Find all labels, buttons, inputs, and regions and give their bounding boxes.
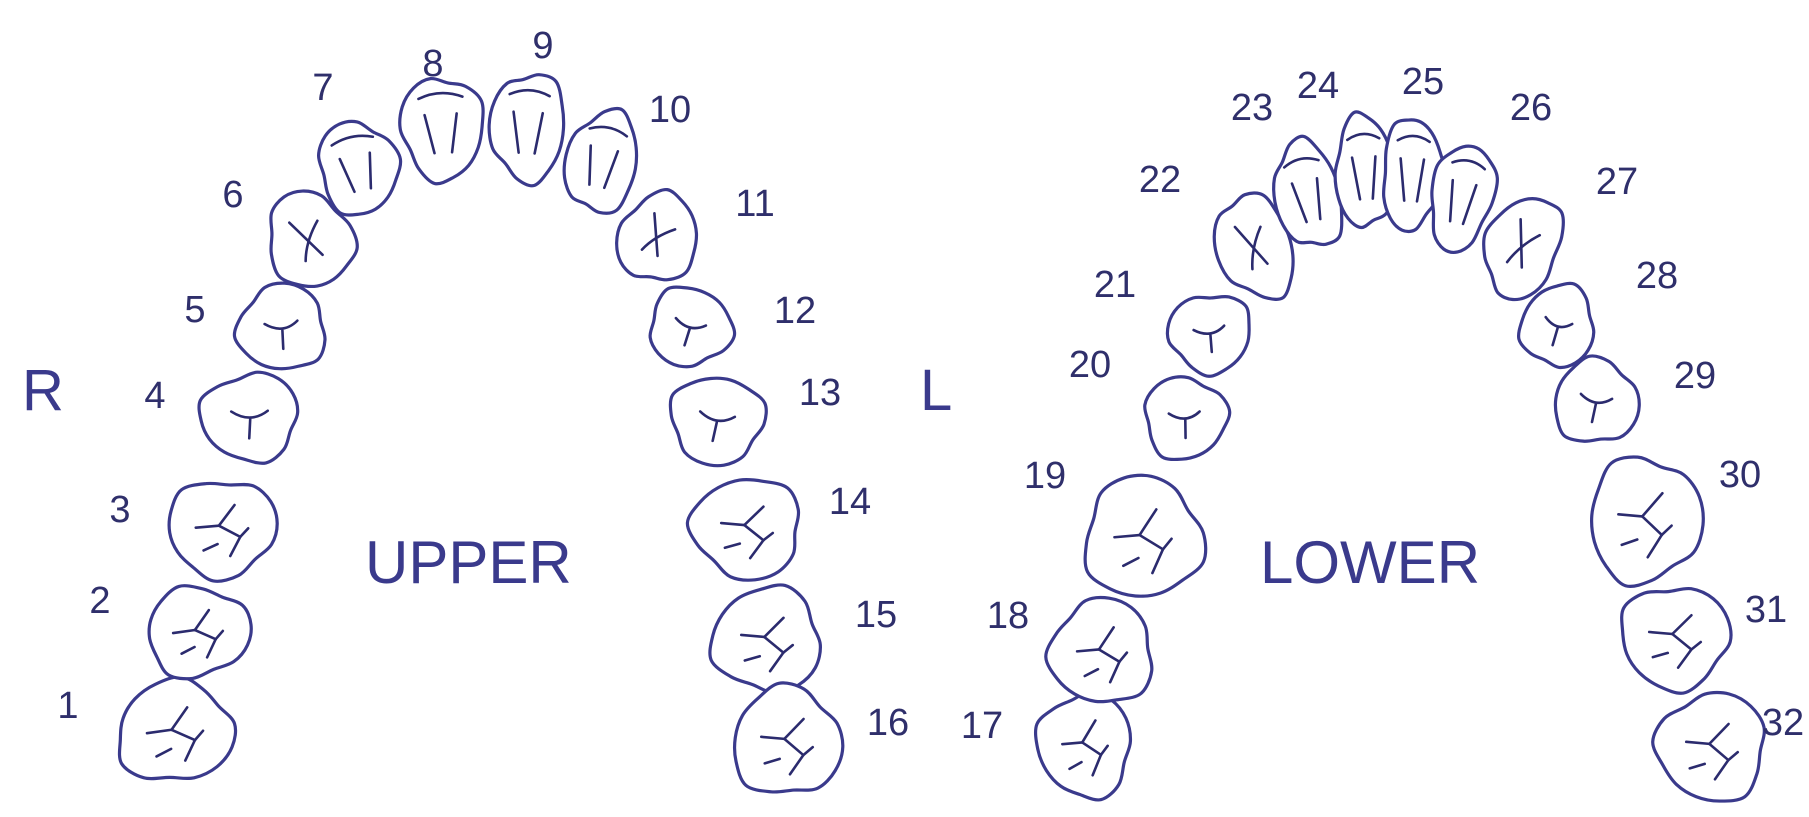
tooth-number-11: 11 bbox=[735, 183, 774, 225]
tooth-17-outline bbox=[1032, 688, 1135, 805]
tooth-number-23: 23 bbox=[1231, 87, 1273, 129]
tooth-number-26: 26 bbox=[1510, 87, 1552, 129]
tooth-number-8: 8 bbox=[422, 43, 443, 85]
tooth-31 bbox=[1615, 583, 1734, 697]
tooth-number-31: 31 bbox=[1745, 589, 1787, 631]
tooth-5-outline bbox=[227, 277, 329, 377]
tooth-10 bbox=[556, 100, 647, 218]
tooth-10-outline bbox=[556, 100, 647, 218]
tooth-number-6: 6 bbox=[222, 174, 243, 216]
tooth-number-28: 28 bbox=[1636, 255, 1678, 297]
tooth-15 bbox=[707, 579, 826, 696]
tooth-number-4: 4 bbox=[144, 375, 165, 417]
tooth-number-25: 25 bbox=[1402, 61, 1444, 103]
tooth-16-outline bbox=[731, 679, 848, 798]
tooth-number-12: 12 bbox=[774, 290, 816, 332]
tooth-5 bbox=[227, 277, 329, 377]
tooth-number-15: 15 bbox=[855, 594, 897, 636]
tooth-2 bbox=[143, 577, 257, 684]
tooth-number-2: 2 bbox=[89, 580, 110, 622]
tooth-18 bbox=[1041, 593, 1154, 706]
tooth-8 bbox=[398, 76, 487, 186]
tooth-number-3: 3 bbox=[109, 489, 130, 531]
tooth-number-1: 1 bbox=[57, 685, 78, 727]
tooth-30-outline bbox=[1586, 454, 1708, 593]
tooth-number-32: 32 bbox=[1762, 702, 1804, 744]
tooth-number-17: 17 bbox=[961, 705, 1003, 747]
lower-arch: 17 18 19 20 21 22 23 24 25 26 27 28 29 30 31 32 bbox=[961, 61, 1804, 805]
tooth-13 bbox=[665, 374, 769, 469]
tooth-number-19: 19 bbox=[1024, 455, 1066, 497]
tooth-4 bbox=[196, 369, 302, 468]
tooth-19 bbox=[1078, 470, 1209, 601]
left-side-label: L bbox=[920, 358, 952, 423]
tooth-number-7: 7 bbox=[312, 67, 333, 109]
tooth-1-outline bbox=[110, 670, 242, 788]
tooth-31-outline bbox=[1615, 583, 1734, 697]
tooth-number-5: 5 bbox=[184, 289, 205, 331]
tooth-3-outline bbox=[166, 478, 282, 585]
tooth-17 bbox=[1032, 688, 1135, 805]
tooth-19-outline bbox=[1078, 470, 1209, 601]
tooth-number-22: 22 bbox=[1139, 159, 1181, 201]
tooth-32 bbox=[1648, 687, 1767, 805]
tooth-14 bbox=[683, 475, 801, 585]
tooth-number-29: 29 bbox=[1674, 355, 1716, 397]
upper-arch-label: UPPER bbox=[365, 529, 572, 596]
tooth-number-10: 10 bbox=[649, 89, 691, 131]
tooth-number-21: 21 bbox=[1094, 264, 1136, 306]
tooth-number-18: 18 bbox=[987, 595, 1029, 637]
tooth-2-outline bbox=[143, 577, 257, 684]
tooth-number-30: 30 bbox=[1719, 454, 1761, 496]
right-side-label: R bbox=[22, 358, 64, 423]
tooth-21 bbox=[1161, 287, 1260, 383]
tooth-9 bbox=[486, 72, 566, 187]
tooth-number-27: 27 bbox=[1596, 161, 1638, 203]
tooth-12 bbox=[646, 283, 742, 375]
tooth-number-13: 13 bbox=[799, 372, 841, 414]
lower-arch-label: LOWER bbox=[1260, 529, 1480, 596]
tooth-3 bbox=[166, 478, 282, 585]
tooth-16 bbox=[731, 679, 848, 798]
tooth-number-14: 14 bbox=[829, 481, 871, 523]
tooth-14-outline bbox=[683, 475, 801, 585]
tooth-number-9: 9 bbox=[532, 25, 553, 67]
tooth-number-20: 20 bbox=[1069, 344, 1111, 386]
tooth-1 bbox=[110, 670, 242, 788]
tooth-17-groove bbox=[1062, 742, 1082, 744]
tooth-30 bbox=[1586, 454, 1708, 593]
tooth-number-16: 16 bbox=[867, 702, 909, 744]
tooth-20 bbox=[1141, 370, 1235, 463]
tooth-number-24: 24 bbox=[1297, 65, 1339, 107]
tooth-32-outline bbox=[1648, 687, 1767, 805]
